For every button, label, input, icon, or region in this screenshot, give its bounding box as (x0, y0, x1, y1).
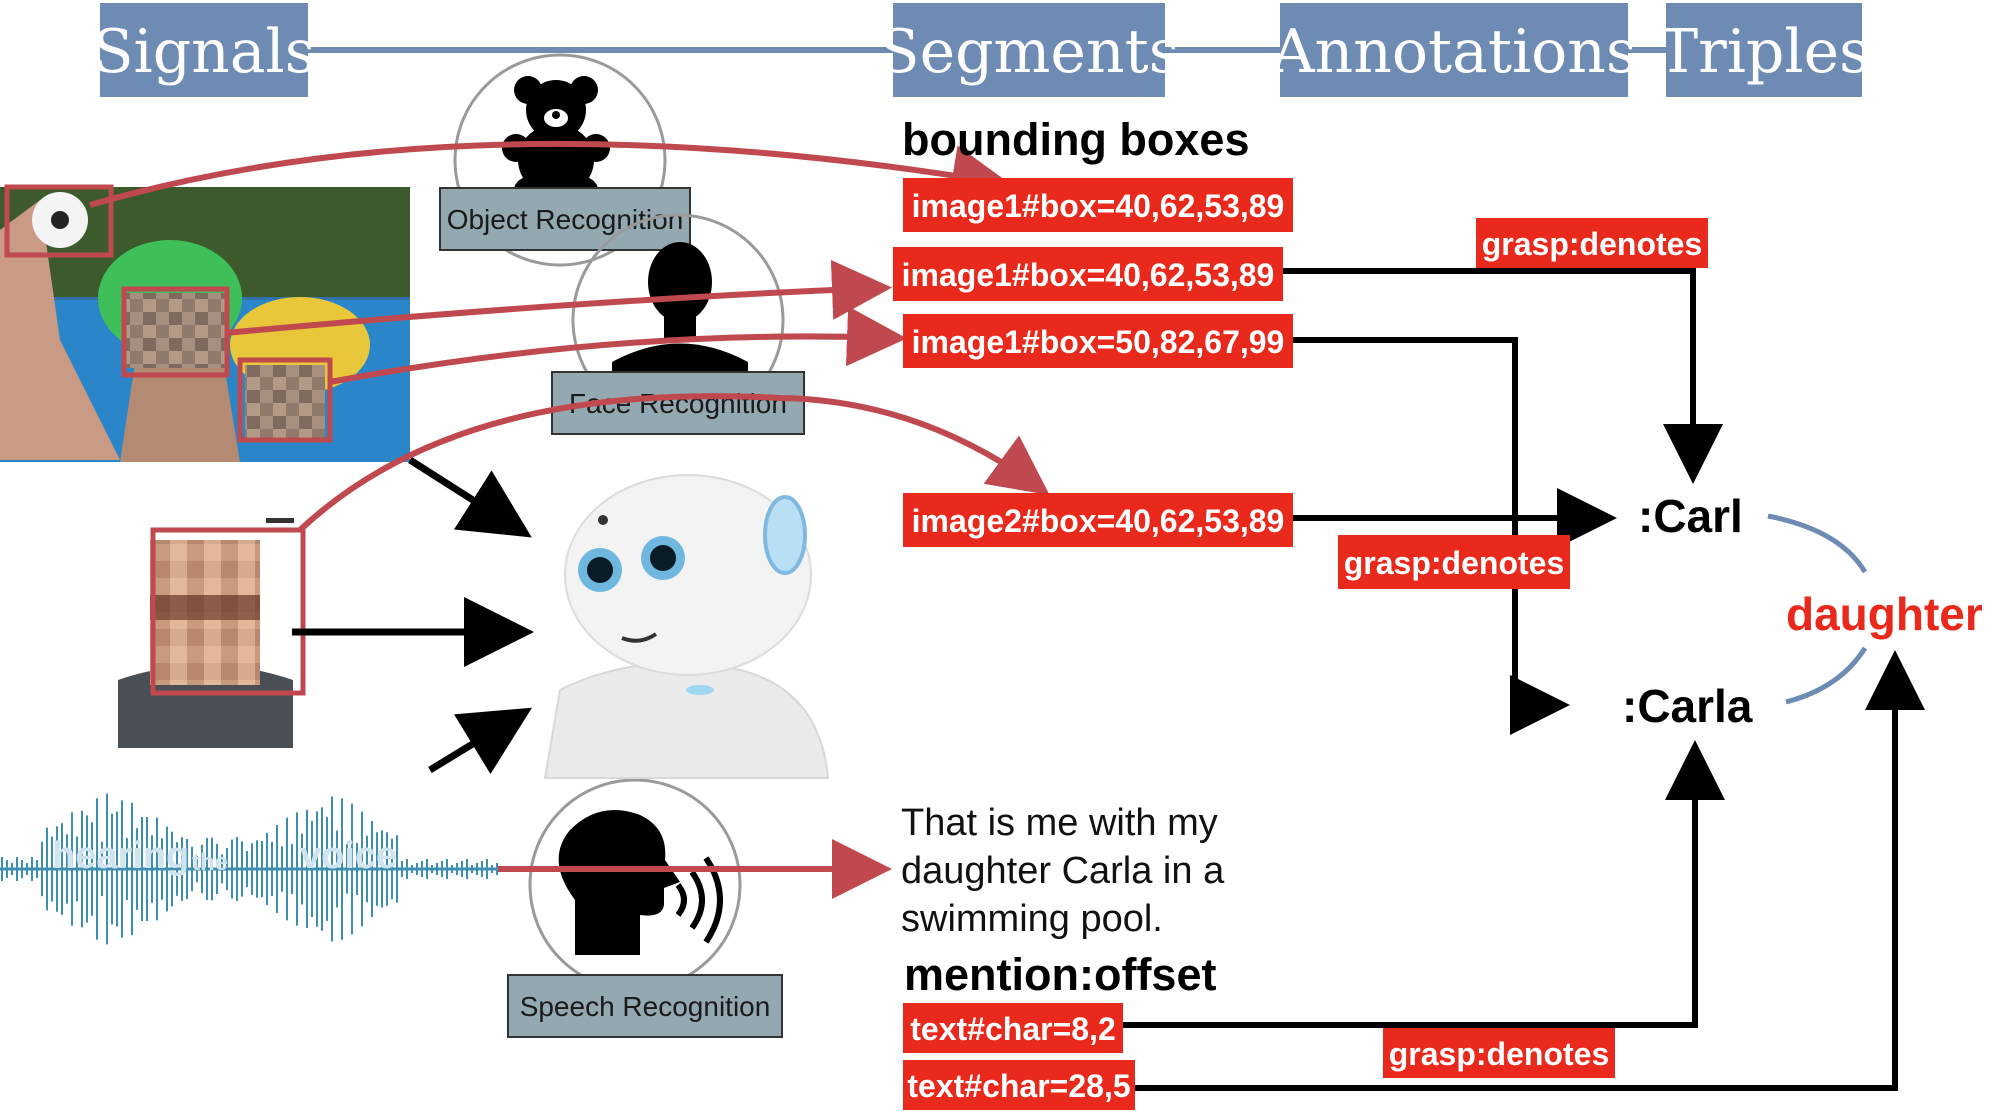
relation-arc-lower (1785, 646, 1868, 705)
segment-char2-label: text#char=28,5 (907, 1068, 1130, 1104)
entity-carl: :Carl (1638, 490, 1743, 542)
speech-recognition-label-box: Speech Recognition (507, 974, 783, 1038)
entity-carla: :Carla (1622, 680, 1753, 732)
face1-to-box2-arrow (224, 259, 892, 336)
segment-box1-label: image1#box=40,62,53,89 (912, 188, 1285, 224)
char1-to-carla-connector (1123, 740, 1725, 1028)
waveform-word-the: the (192, 849, 228, 876)
header-signals: Signals (92, 3, 316, 97)
segment-char1-label: text#char=8,2 (910, 1011, 1115, 1047)
man-face-bounding-box (150, 527, 306, 696)
waveform-word-hearing: hearing (52, 835, 189, 877)
man-face-to-box4-arrow (297, 393, 1050, 533)
man-photo (118, 518, 294, 748)
ball-bounding-box (4, 184, 114, 258)
face2-to-box3-arrow (329, 306, 907, 385)
segment-box2: image1#box=40,62,53,89 (893, 247, 1283, 301)
waveform-word-voice: voice (300, 835, 397, 877)
header-triples: Triples (1658, 3, 1870, 97)
transcript-line-3: swimming pool. (901, 898, 1163, 940)
segment-box4: image2#box=40,62,53,89 (903, 493, 1293, 547)
header-annotations: Annotations (1270, 3, 1637, 97)
segment-box3-label: image1#box=50,82,67,99 (912, 324, 1285, 360)
segment-char1: text#char=8,2 (903, 1003, 1123, 1053)
segment-box4-label: image2#box=40,62,53,89 (912, 503, 1285, 539)
header-segments-label: Segments (879, 17, 1180, 87)
char2-to-daughter-connector (1135, 650, 1925, 1091)
segment-box3: image1#box=50,82,67,99 (903, 314, 1293, 368)
segment-box1: image1#box=40,62,53,89 (903, 178, 1293, 232)
speaking-head-icon (558, 810, 723, 955)
person-silhouette-icon (612, 242, 748, 372)
annotation-denotes-bottom-label: grasp:denotes (1389, 1036, 1609, 1072)
object-recognition-circle (453, 53, 667, 267)
header-segments: Segments (879, 3, 1180, 97)
box3-to-carla-connector (1293, 337, 1570, 735)
annotation-denotes-mid-label: grasp:denotes (1344, 545, 1564, 581)
segment-char2: text#char=28,5 (903, 1060, 1135, 1110)
face2-bounding-box (237, 357, 333, 443)
robot-icon (543, 474, 830, 779)
relation-daughter: daughter (1786, 588, 1983, 640)
transcript-line-1: That is me with my (901, 802, 1218, 844)
audio-to-robot-arrow (428, 707, 532, 775)
speech-recognition-label: Speech Recognition (520, 991, 771, 1022)
annotation-denotes-bottom: grasp:denotes (1383, 1028, 1615, 1078)
annotation-denotes-mid: grasp:denotes (1338, 535, 1570, 589)
segment-box2-label: image1#box=40,62,53,89 (902, 257, 1275, 293)
transcript-line-2: daughter Carla in a (901, 850, 1225, 892)
header-signals-label: Signals (92, 17, 315, 87)
annotation-denotes-top: grasp:denotes (1476, 218, 1708, 268)
header-triples-label: Triples (1658, 17, 1870, 87)
annotation-denotes-top-label: grasp:denotes (1482, 226, 1702, 262)
bounding-boxes-title: bounding boxes (902, 114, 1249, 165)
mention-offset-title: mention:offset (904, 949, 1216, 1000)
relation-arc-upper (1767, 513, 1868, 574)
header-annotations-label: Annotations (1270, 17, 1636, 87)
ball-to-box1-arrow (89, 140, 1012, 208)
teddy-bear-icon (502, 76, 610, 204)
photo-to-robot-arrow (408, 457, 532, 538)
box2-to-carl-connector (1283, 268, 1723, 484)
